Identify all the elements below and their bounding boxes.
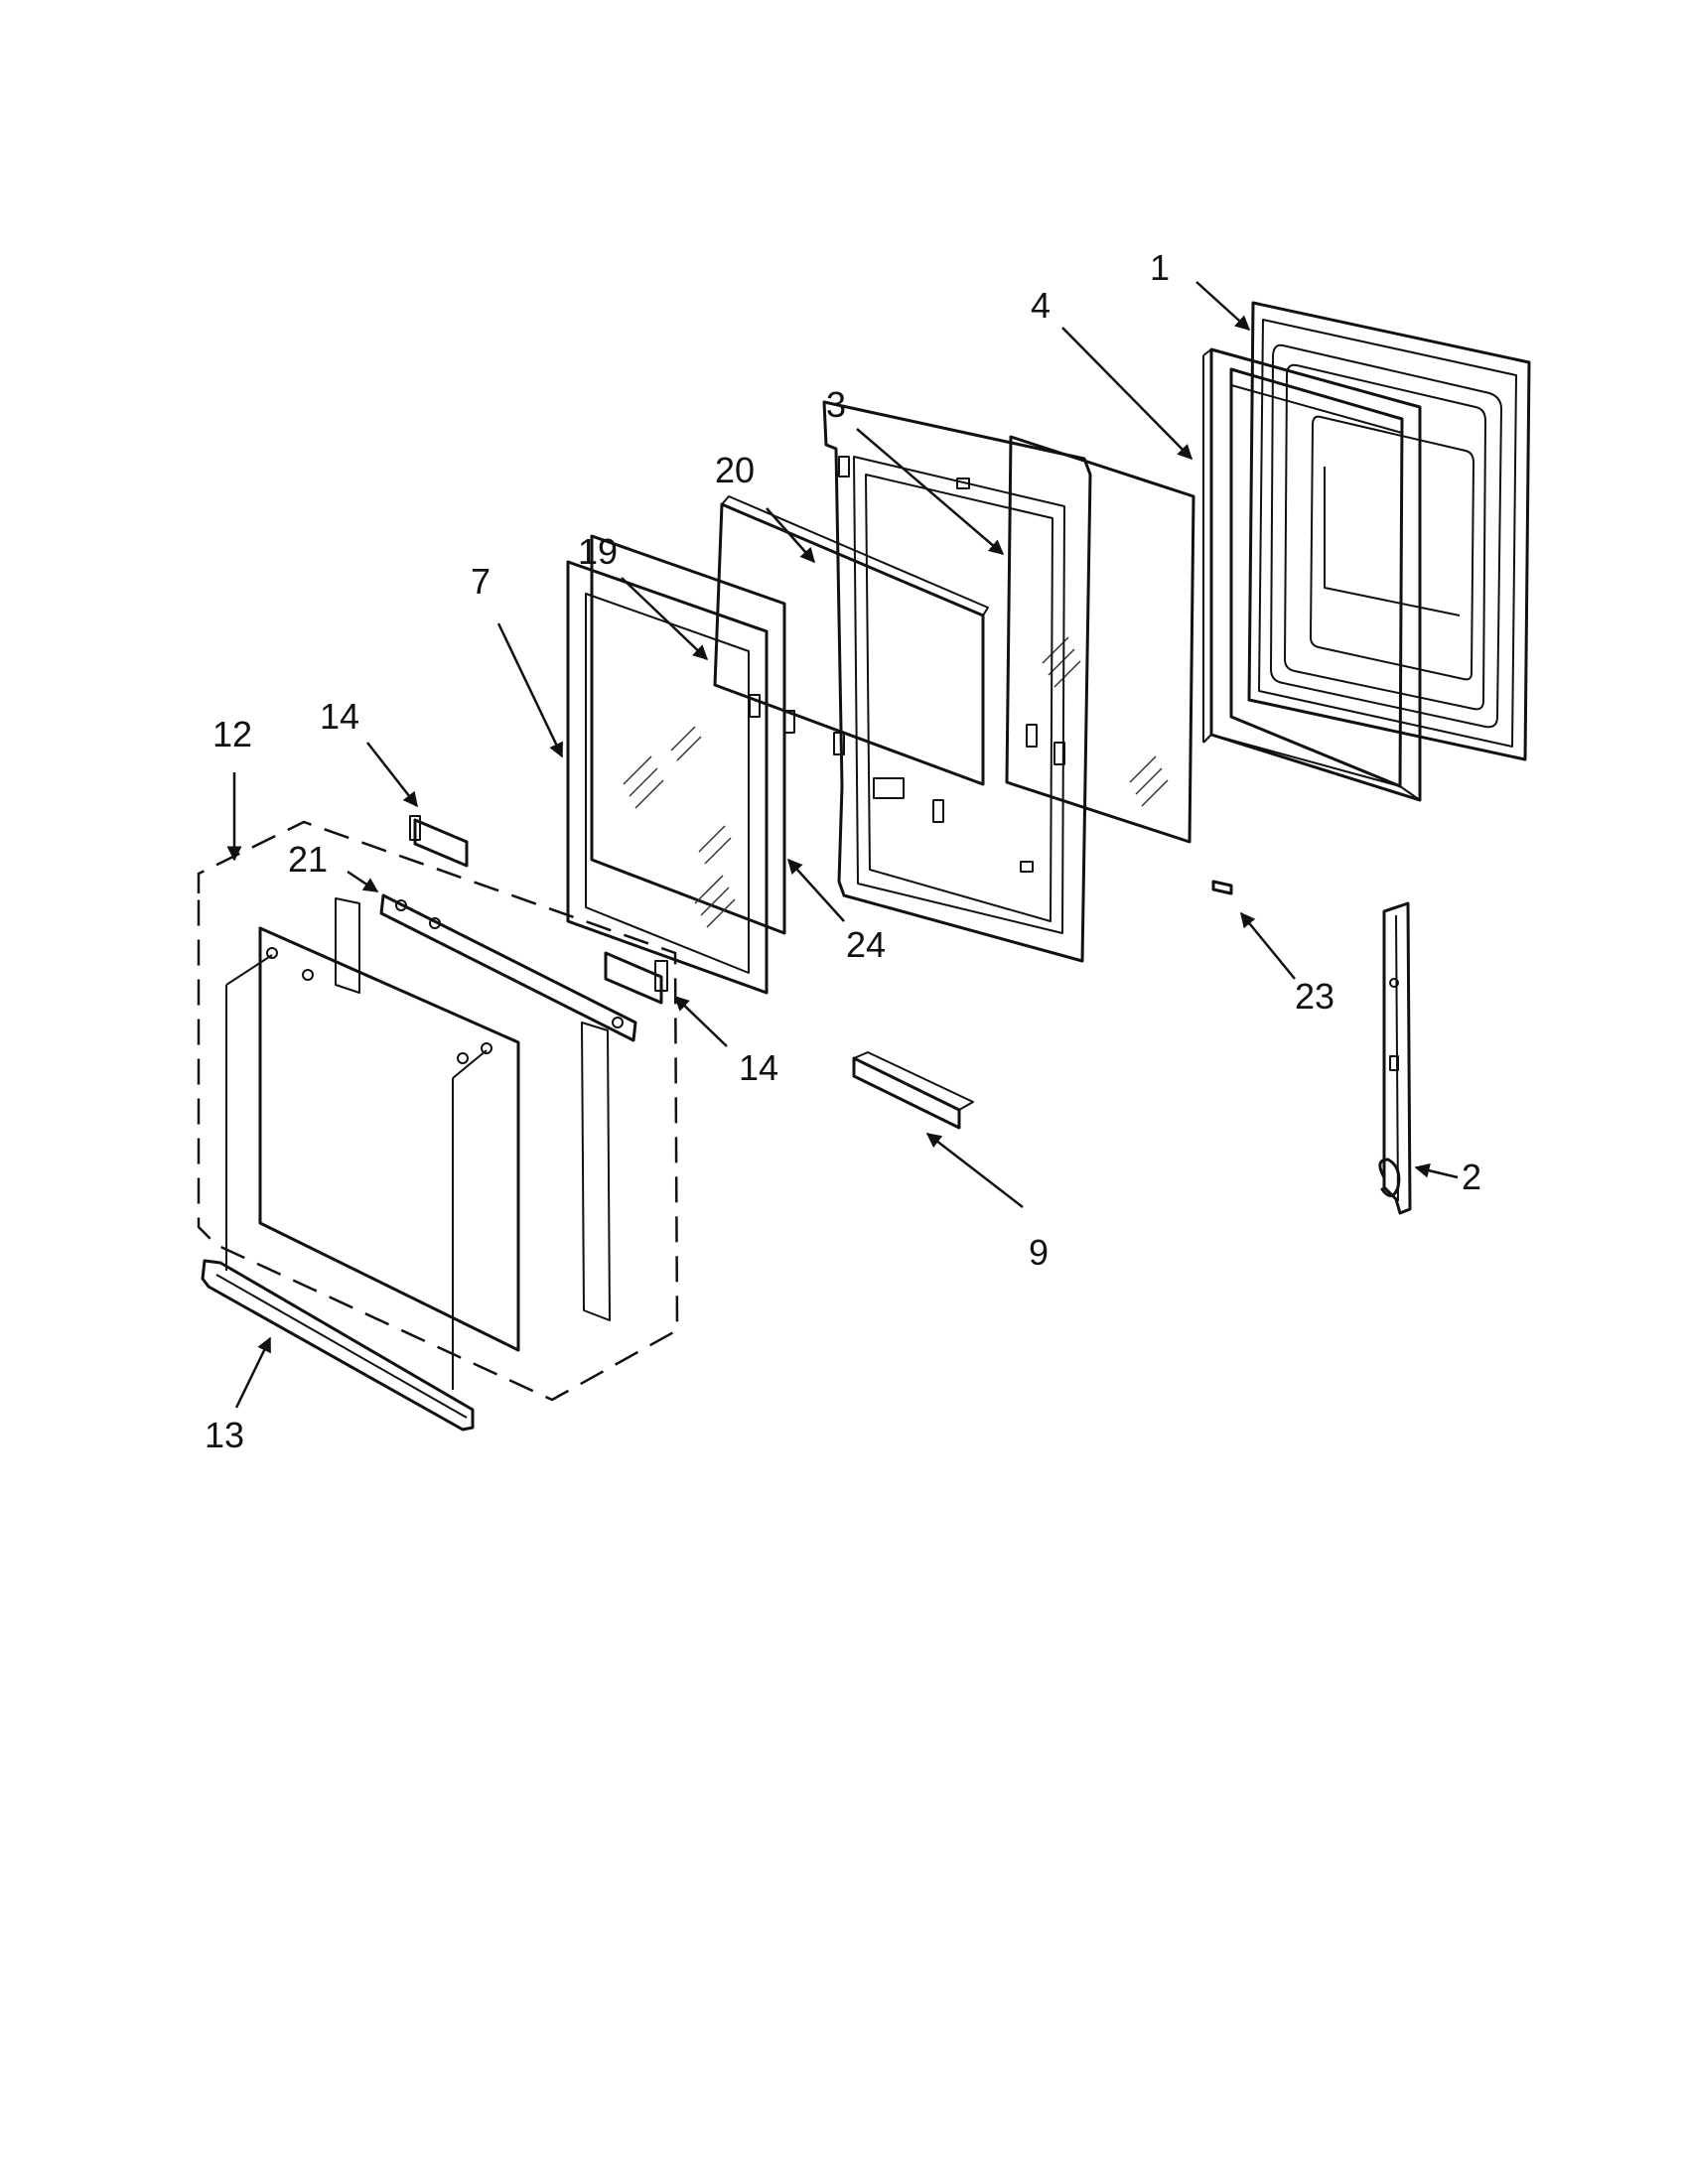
- callout-3: 3: [826, 384, 846, 425]
- part-7-outer-glass: [566, 560, 769, 995]
- callout-24: 24: [846, 924, 886, 965]
- callout-12: 12: [212, 714, 252, 754]
- callout-21: 21: [288, 839, 328, 880]
- callouts: 1 4 3 20 19 7 12 14 21 24 14 23 2 9 13: [205, 247, 1481, 1455]
- part-21-strip: [379, 893, 637, 1042]
- part-20-inner-frame: [822, 400, 1092, 963]
- callout-7: 7: [471, 561, 491, 602]
- part-13-bottom-trim: [201, 1259, 475, 1432]
- callout-20: 20: [715, 450, 755, 490]
- callout-23: 23: [1295, 976, 1334, 1017]
- part-23-clip: [1211, 880, 1233, 895]
- part-19-shield: [713, 495, 989, 823]
- part-14-bracket-bottom: [604, 951, 668, 1005]
- callout-4: 4: [1031, 285, 1051, 326]
- part-1-inner-door-panel: [1247, 301, 1531, 761]
- part-14-bracket-top: [409, 815, 469, 868]
- part-9-vent: [852, 1051, 974, 1130]
- callout-1: 1: [1150, 247, 1170, 288]
- callout-19: 19: [578, 531, 618, 572]
- callout-2: 2: [1462, 1157, 1481, 1197]
- part-4-door-frame: [1202, 347, 1422, 802]
- leader-lines: [226, 281, 1459, 1409]
- callout-14-bottom: 14: [739, 1047, 778, 1088]
- part-12-outer-door-assembly: [197, 820, 679, 1402]
- part-2-hinge: [1378, 901, 1412, 1215]
- callout-13: 13: [205, 1415, 244, 1455]
- callout-9: 9: [1029, 1232, 1049, 1273]
- part-3-glass: [1005, 435, 1195, 844]
- callout-14-top: 14: [320, 696, 359, 737]
- part-24-glass: [590, 534, 786, 935]
